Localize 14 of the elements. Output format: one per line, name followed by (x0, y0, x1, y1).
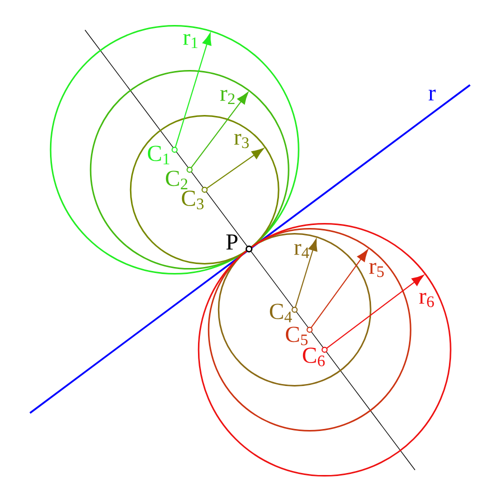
radius-label: r$_{2}$ (220, 90, 234, 104)
radius-label: r$_{6}$ (419, 292, 434, 308)
point-label: C$_{1}$ (148, 146, 170, 164)
radius-label: r$_{4}$ (294, 244, 310, 258)
point-label: C$_{2}$ (166, 170, 188, 190)
point-label: P (226, 234, 238, 250)
point-label: C$_{3}$ (182, 190, 204, 210)
point-label: C$_{6}$ (302, 348, 325, 366)
point-label: C$_{5}$ (286, 326, 308, 346)
point-label: C$_{4}$ (270, 304, 292, 322)
radius-label: r$_{3}$ (234, 134, 249, 148)
line-label: r (428, 90, 436, 100)
radius-label: r$_{1}$ (183, 34, 198, 48)
radius-label: r$_{5}$ (369, 262, 384, 278)
